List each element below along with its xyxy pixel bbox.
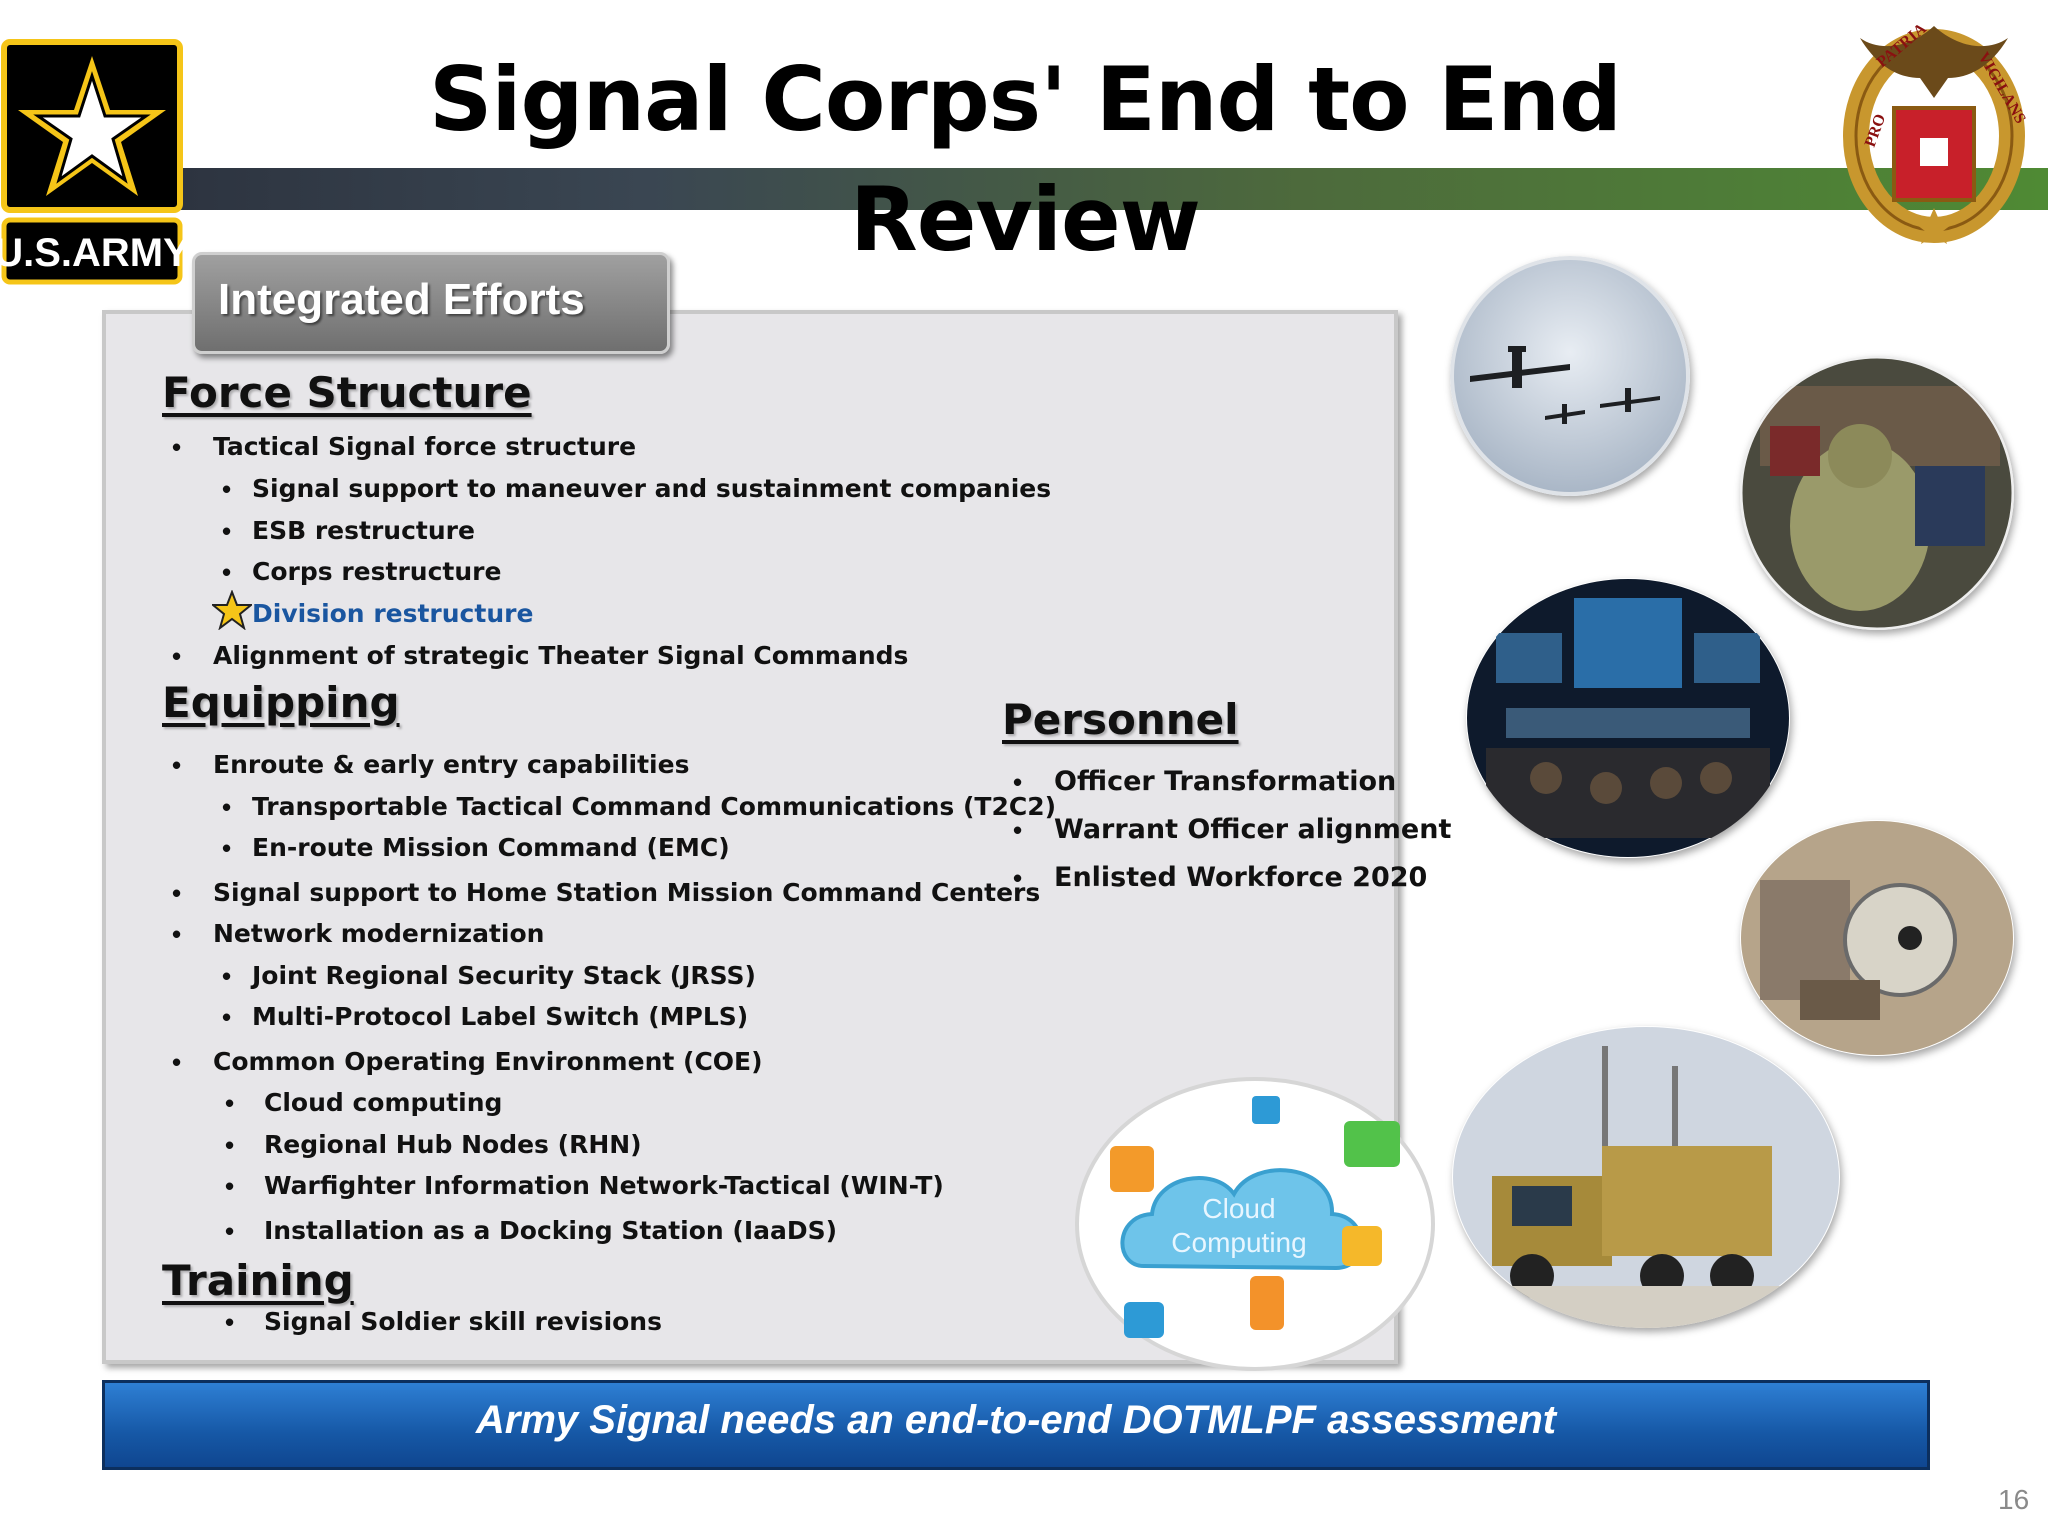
- page-title: Signal Corps' End to End Review: [428, 48, 1622, 271]
- satellite-dish-photo: [1741, 821, 2013, 1055]
- list-item: Joint Regional Security Stack (JRSS): [252, 961, 756, 990]
- device-icons: [1110, 1096, 1400, 1338]
- integrated-efforts-tab: [192, 252, 670, 354]
- cloud-label-line2: Computing: [1171, 1227, 1306, 1258]
- bullet: •: [172, 878, 182, 908]
- list-item: Installation as a Docking Station (IaaDS…: [264, 1216, 838, 1245]
- bullet: •: [1013, 767, 1023, 797]
- operations-center-photo: [1467, 579, 1789, 857]
- personnel-heading: Personnel: [1002, 695, 1239, 744]
- bullet: •: [1013, 815, 1023, 845]
- aircraft-photo: [1450, 256, 1690, 496]
- list-item: Transportable Tactical Command Communica…: [252, 792, 1057, 821]
- soldiers-workstation-photo: [1740, 356, 2014, 630]
- bullet: •: [225, 1307, 235, 1337]
- cloud-computing-graphic: Cloud Computing: [1075, 1077, 1435, 1371]
- bottom-banner: [102, 1380, 1930, 1470]
- bullet: •: [172, 641, 182, 671]
- training-heading: Training: [162, 1256, 354, 1305]
- list-item: Enroute & early entry capabilities: [213, 750, 690, 779]
- force-structure-heading: Force Structure: [162, 368, 532, 417]
- list-item: Enlisted Workforce 2020: [1054, 862, 1428, 893]
- list-item: Common Operating Environment (COE): [213, 1047, 763, 1076]
- bullet: •: [1013, 863, 1023, 893]
- list-item: Multi-Protocol Label Switch (MPLS): [252, 1002, 749, 1031]
- aircraft-icon: [1470, 346, 1660, 424]
- header-band: [180, 168, 2048, 210]
- bullet: •: [225, 1216, 235, 1246]
- bullet: •: [225, 1171, 235, 1201]
- list-item: Signal support to Home Station Mission C…: [213, 878, 1041, 907]
- list-item: ESB restructure: [252, 516, 475, 545]
- list-item: Warfighter Information Network-Tactical …: [264, 1171, 944, 1200]
- signal-corps-seal-icon: [1843, 26, 2025, 244]
- army-wordmark: U.S.ARMY: [0, 231, 184, 275]
- bullet: •: [222, 1002, 232, 1032]
- bullet: •: [225, 1088, 235, 1118]
- cloud-label-line1: Cloud: [1202, 1193, 1275, 1224]
- bullet: •: [222, 516, 232, 546]
- equipping-heading: Equipping: [162, 678, 400, 727]
- bullet: •: [222, 833, 232, 863]
- bullet: •: [172, 750, 182, 780]
- bullet: •: [222, 474, 232, 504]
- list-item: Tactical Signal force structure: [213, 432, 637, 461]
- list-item: Regional Hub Nodes (RHN): [264, 1130, 642, 1159]
- list-item: Signal support to maneuver and sustainme…: [252, 474, 1052, 503]
- list-item-highlighted: Division restructure: [252, 599, 534, 628]
- page-number: 16: [1998, 1484, 2030, 1515]
- signal-vehicle-photo: [1452, 1027, 1840, 1328]
- list-item: Cloud computing: [264, 1088, 503, 1117]
- list-item: Alignment of strategic Theater Signal Co…: [213, 641, 909, 670]
- list-item: En-route Mission Command (EMC): [252, 833, 730, 862]
- signal-corps-seal: PRO PATRIA VIGILANS: [1843, 20, 2029, 244]
- integrated-efforts-label: Integrated Efforts: [218, 275, 585, 324]
- army-star-icon: [18, 56, 166, 196]
- star-highlight-icon: [212, 590, 252, 630]
- list-item: Network modernization: [213, 919, 545, 948]
- list-item: Signal Soldier skill revisions: [264, 1307, 662, 1336]
- bullet: •: [222, 557, 232, 587]
- banner-text: Army Signal needs an end-to-end DOTMLPF …: [475, 1398, 1557, 1442]
- list-item: Officer Transformation: [1054, 766, 1397, 797]
- bullet: •: [222, 792, 232, 822]
- bullet: •: [225, 1130, 235, 1160]
- list-item: Corps restructure: [252, 557, 502, 586]
- army-logo: U.S.ARMY: [0, 39, 184, 285]
- bullet: •: [172, 919, 182, 949]
- bullet: •: [172, 1047, 182, 1077]
- list-item: Warrant Officer alignment: [1054, 814, 1452, 845]
- bullet: •: [222, 961, 232, 991]
- bullet: •: [172, 432, 182, 462]
